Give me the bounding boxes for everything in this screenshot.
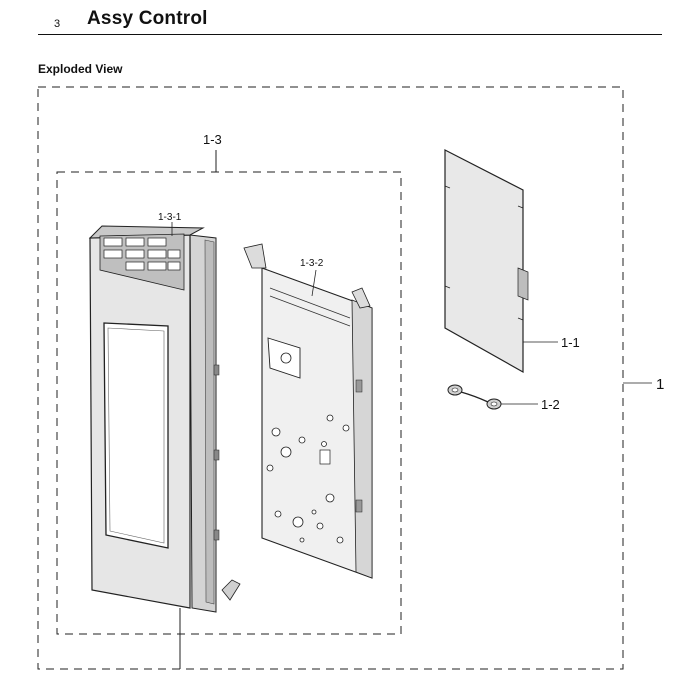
- sub-assembly-boundary: [56, 171, 402, 635]
- pcb-bracket: [243, 243, 373, 579]
- assembly-boundary: [37, 86, 624, 670]
- section-number: 3: [54, 18, 61, 30]
- section-title: Assy Control: [87, 8, 208, 29]
- view-subtitle: Exploded View: [38, 62, 123, 76]
- control-panel-front: [88, 225, 241, 613]
- leader-1-3-2: [311, 269, 317, 297]
- callout-1-2: 1-2: [541, 397, 560, 412]
- callout-1: 1: [656, 376, 664, 393]
- callout-1-3-2: 1-3-2: [300, 258, 324, 269]
- section-header: 3 Assy Control: [38, 8, 662, 35]
- wire-harness: [447, 384, 502, 410]
- callout-1-3: 1-3: [203, 132, 222, 147]
- callout-1-3-1: 1-3-1: [158, 212, 182, 223]
- insulation-sheet: [444, 149, 529, 374]
- callout-1-1: 1-1: [561, 335, 580, 350]
